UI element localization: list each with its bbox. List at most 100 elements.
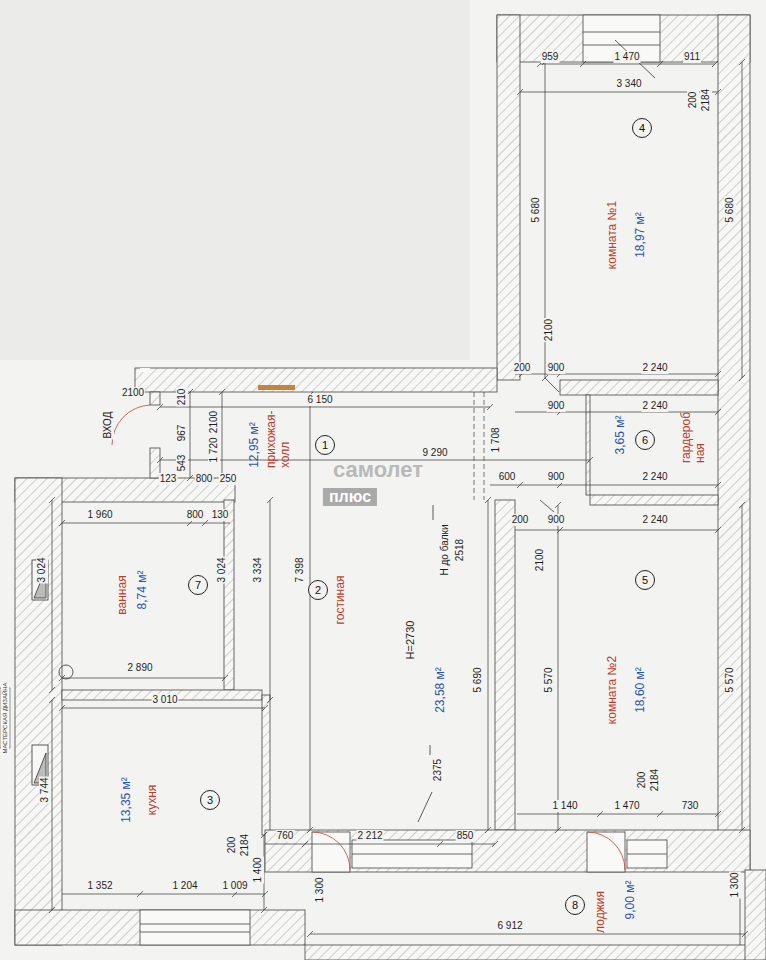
ceiling-height: H=2730 <box>404 620 417 661</box>
door-swings <box>112 405 625 870</box>
dimension-label: 2184 <box>239 833 251 857</box>
dimension-label: 1 960 <box>86 509 113 521</box>
dimension-label: 1 140 <box>551 800 578 812</box>
room-area: лоджия 9,00 м² 8 <box>310 872 746 945</box>
dimension-label: 200 <box>511 514 530 526</box>
room-name: комната №1 <box>605 201 619 269</box>
callout-circle: 1 <box>315 435 335 455</box>
dimension-label: 2 240 <box>641 471 668 483</box>
dimension-label: 967 <box>176 424 188 443</box>
dimension-label: 1 708 <box>490 426 502 453</box>
room-name: гостиная <box>333 576 347 625</box>
dimension-label: 200 <box>226 836 238 855</box>
dimension-label: 2 212 <box>356 830 383 842</box>
dimension-label: 3 010 <box>151 694 178 706</box>
dimension-label: 5 570 <box>724 666 736 693</box>
dimension-label: 2100 <box>543 318 555 342</box>
dimension-label: 5 680 <box>530 196 542 223</box>
room-size: 8,74 м² <box>135 571 149 610</box>
callout-circle: 2 <box>308 580 328 600</box>
leader-lines <box>418 40 655 822</box>
dimension-label: 2 240 <box>641 362 668 374</box>
dimension-label: 3 024 <box>216 556 228 583</box>
dimension-label: 6 150 <box>306 394 333 406</box>
dimension-label: 1 470 <box>613 800 640 812</box>
dimension-label: 1 300 <box>729 871 741 898</box>
note-label: Н до балки <box>439 523 451 576</box>
dimension-label: 200 <box>687 91 699 110</box>
callout-number: 5 <box>642 575 648 586</box>
dimension-label: 3 744 <box>39 776 51 803</box>
dimension-label: 959 <box>541 51 560 63</box>
dimension-label: 730 <box>681 800 700 812</box>
dimension-label: 5 690 <box>472 666 484 693</box>
fixture-icons <box>32 560 73 785</box>
dimension-label: 850 <box>456 830 475 842</box>
marker <box>258 385 295 390</box>
dimension-label: 3 340 <box>615 78 642 90</box>
walls <box>15 15 766 960</box>
dimension-label: 2100 <box>534 548 546 572</box>
room-name: гардероб ная <box>679 401 707 463</box>
room-size: 13,35 м² <box>119 777 133 823</box>
dimension-label: 2184 <box>700 88 712 112</box>
callout-number: 2 <box>315 585 321 596</box>
dimension-label: 2 240 <box>641 400 668 412</box>
dimension-label: 2184 <box>649 768 661 792</box>
dimension-label: 2375 <box>432 758 444 782</box>
dimension-label: 7 398 <box>294 556 306 583</box>
dimension-label: 911 <box>683 51 701 63</box>
dimension-label: 3 024 <box>36 556 48 583</box>
watermark-badge: плюс <box>323 488 377 506</box>
callout-number: 1 <box>322 440 328 451</box>
room-name: ванная <box>115 575 129 614</box>
dimension-label: 123 <box>159 473 178 485</box>
dimension-label: 800 <box>195 473 214 485</box>
dimension-label: 1 352 <box>86 880 113 892</box>
room-size: 3,65 м² <box>613 416 627 455</box>
dimension-label: 200 <box>636 771 648 790</box>
callout-circle: 4 <box>632 118 652 138</box>
dimension-label: 1 470 <box>613 51 640 63</box>
dimension-lines <box>49 59 748 945</box>
dimension-label: 2100 <box>121 387 145 399</box>
room-name: прихожая- холл <box>264 396 292 468</box>
dimension-label: 900 <box>547 362 566 374</box>
dimension-label: 5 680 <box>724 196 736 223</box>
dimension-label: 1 009 <box>221 880 248 892</box>
beam-lines <box>474 392 484 500</box>
dimension-label: 1 300 <box>314 876 326 903</box>
room-size: 18,60 м² <box>633 667 647 713</box>
room-size: 23,58 м² <box>433 667 447 713</box>
dimension-label: 2 890 <box>126 662 153 674</box>
dimension-label: 760 <box>276 830 295 842</box>
callout-number: 3 <box>207 795 213 806</box>
dimension-label: 3 334 <box>252 556 264 583</box>
callout-number: 8 <box>572 900 578 911</box>
room-size: 12,95 м² <box>247 422 261 468</box>
callout-number: 7 <box>195 580 201 591</box>
room-name: комната №2 <box>605 656 619 724</box>
windows <box>140 15 667 945</box>
room-name: лоджия <box>593 891 607 933</box>
dimension-label: 200 <box>513 362 532 374</box>
dimension-label: 1 400 <box>252 856 264 883</box>
dimension-label: 2518 <box>454 538 466 562</box>
entrance-label: ВХОД <box>102 411 114 440</box>
dimension-label: 900 <box>547 471 566 483</box>
watermark-text: самолет <box>332 458 424 482</box>
dimension-label: 1 204 <box>171 880 198 892</box>
callout-number: 6 <box>642 435 648 446</box>
callout-circle: 6 <box>635 430 655 450</box>
room-name: кухня <box>145 785 159 816</box>
dimension-label: 9 290 <box>421 447 448 459</box>
dimension-label: 1 720 <box>208 436 220 463</box>
room-area: кухня 13,35 м² 3 <box>62 700 264 910</box>
dimension-label: 900 <box>547 514 566 526</box>
dimension-label: 600 <box>498 471 517 483</box>
callout-circle: 5 <box>635 570 655 590</box>
room-size: 18,97 м² <box>633 212 647 258</box>
room-size: 9,00 м² <box>623 881 637 920</box>
dimension-label: 543 <box>176 454 188 473</box>
dimension-label: 5 570 <box>543 666 555 693</box>
